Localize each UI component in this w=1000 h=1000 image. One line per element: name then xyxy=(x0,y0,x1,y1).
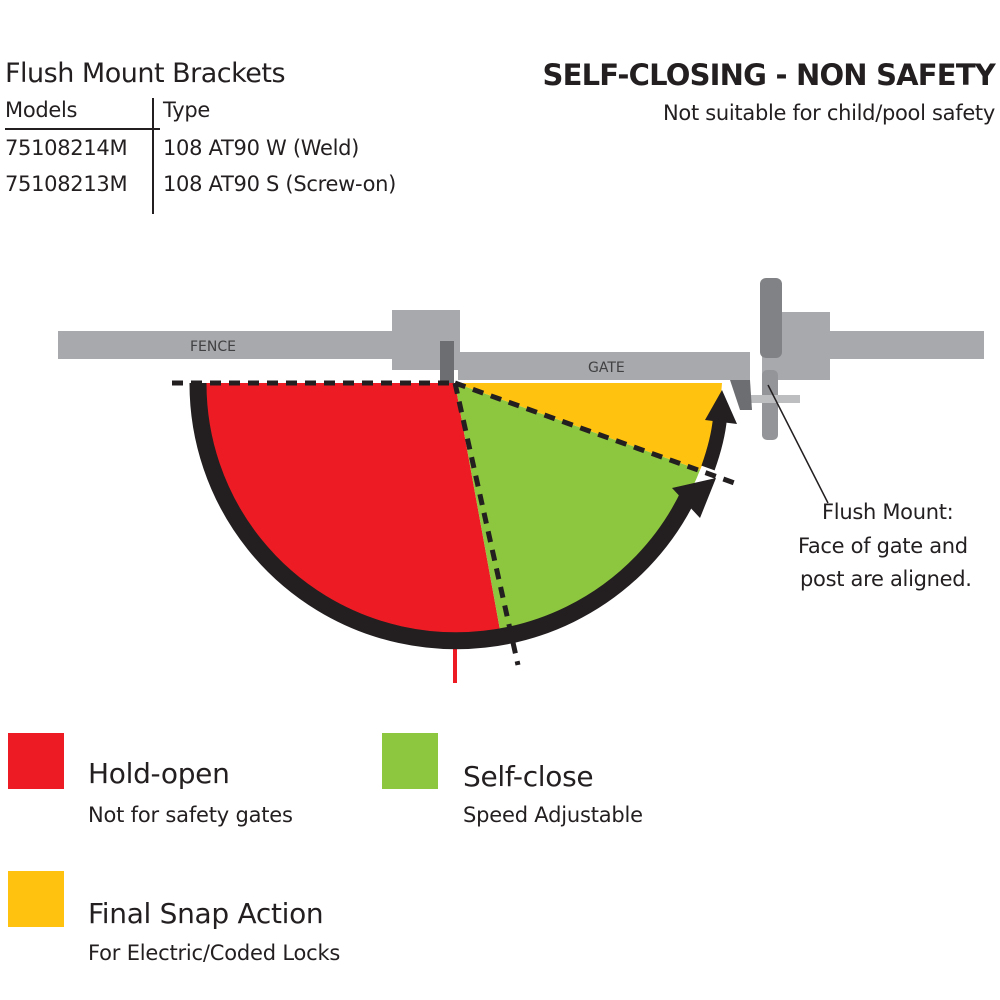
note-pointer xyxy=(767,384,829,504)
gate-label: GATE xyxy=(588,360,625,376)
fence-bar xyxy=(58,331,398,359)
legend-swatch-self-close xyxy=(382,733,438,789)
legend-swatch-hold-open xyxy=(8,733,64,789)
table-cell-type: 108 AT90 S (Screw-on) xyxy=(163,172,397,196)
fence-label: FENCE xyxy=(190,339,236,355)
gate-bar xyxy=(458,352,750,380)
note-line: Face of gate and xyxy=(798,534,968,558)
legend-subtitle: Speed Adjustable xyxy=(463,803,643,827)
column-header-models: Models xyxy=(5,98,78,122)
zone-dividers xyxy=(172,380,741,666)
gate-swing-diagram: FENCE GATE xyxy=(58,278,984,683)
arrowhead-icon xyxy=(705,390,737,424)
latch-pin xyxy=(740,395,800,403)
hold-open-zone xyxy=(189,383,501,634)
legend-swatch-snap xyxy=(8,871,64,927)
legend-subtitle: For Electric/Coded Locks xyxy=(88,941,341,965)
latch-lower xyxy=(762,370,778,440)
self-close-zone xyxy=(455,383,700,630)
note-line: Flush Mount: xyxy=(822,500,954,524)
note-line: post are aligned. xyxy=(800,567,972,591)
column-header-type: Type xyxy=(163,98,211,122)
table-cell-model: 75108214M xyxy=(5,136,128,160)
legend-title: Hold-open xyxy=(88,757,230,790)
table-column-divider xyxy=(152,98,154,214)
safety-title: SELF-CLOSING - NON SAFETY xyxy=(542,58,995,92)
arrowhead-icon xyxy=(672,478,716,518)
legend-title: Final Snap Action xyxy=(88,897,324,930)
snap-zone xyxy=(455,383,722,470)
hinge xyxy=(440,341,454,383)
safety-subtitle: Not suitable for child/pool safety xyxy=(662,101,995,125)
table-cell-type: 108 AT90 W (Weld) xyxy=(163,136,360,160)
page-title: Flush Mount Brackets xyxy=(5,58,286,89)
gate-latch-bracket xyxy=(730,380,752,410)
table-divider xyxy=(5,128,160,130)
right-fence-bar xyxy=(828,331,984,359)
table-cell-model: 75108213M xyxy=(5,172,128,196)
latch xyxy=(760,278,782,358)
swing-arc xyxy=(189,382,698,650)
legend-title: Self-close xyxy=(463,760,594,793)
legend-subtitle: Not for safety gates xyxy=(88,803,293,827)
